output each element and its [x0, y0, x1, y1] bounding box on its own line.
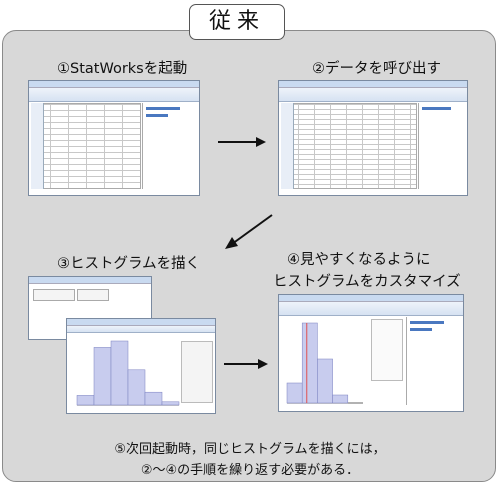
histogram-bar [144, 391, 163, 406]
histogram-bar [317, 358, 333, 404]
histogram-bar [301, 322, 318, 404]
histogram-custom-chart [286, 322, 363, 404]
histogram-default-chart [76, 340, 180, 406]
step3-label: ③ヒストグラムを描く [57, 256, 201, 272]
statworks-empty-window [28, 80, 200, 196]
right-arrow-icon [218, 137, 266, 147]
window-ribbon [67, 326, 215, 333]
navigation-pane [406, 317, 463, 405]
histogram-default-window [66, 318, 216, 414]
window-ribbon [29, 88, 199, 102]
histogram-bar [127, 369, 146, 406]
right-arrow-icon-2 [224, 359, 268, 369]
step4-label-line1: ④見やすくなるように [287, 252, 431, 268]
statworks-data-window [278, 80, 468, 196]
note-line2: ②～④の手順を繰り返す必要がある． [140, 463, 360, 478]
histogram-bar [332, 394, 349, 404]
navigation-pane [142, 103, 199, 189]
window-titlebar [29, 81, 199, 88]
step1-label: ①StatWorksを起動 [57, 61, 188, 77]
histogram-dialog-window [28, 276, 152, 340]
step2-label: ②データを呼び出す [312, 61, 441, 77]
window-titlebar [279, 295, 463, 302]
histogram-customized-window [278, 294, 464, 412]
empty-spreadsheet-grid [31, 103, 141, 189]
histogram-bar [76, 395, 95, 406]
row-header [31, 103, 44, 189]
histogram-bar [161, 401, 180, 406]
note-line1: ⑤次回起動時，同じヒストグラムを描くには， [114, 442, 386, 457]
step4-label-line2: ヒストグラムをカスタマイズ [273, 274, 461, 290]
row-header [281, 103, 294, 189]
histogram-bar [110, 340, 129, 406]
histogram-bar [286, 382, 303, 404]
window-titlebar [67, 319, 215, 326]
navigation-pane [418, 103, 467, 189]
window-titlebar [29, 277, 151, 284]
diagonal-arrow-icon [225, 214, 273, 249]
histogram-bar [93, 347, 112, 406]
window-ribbon [279, 88, 467, 102]
window-ribbon [279, 302, 463, 316]
window-titlebar [279, 81, 467, 88]
filled-spreadsheet-grid [281, 103, 417, 189]
page-title: 従来 [189, 4, 285, 40]
